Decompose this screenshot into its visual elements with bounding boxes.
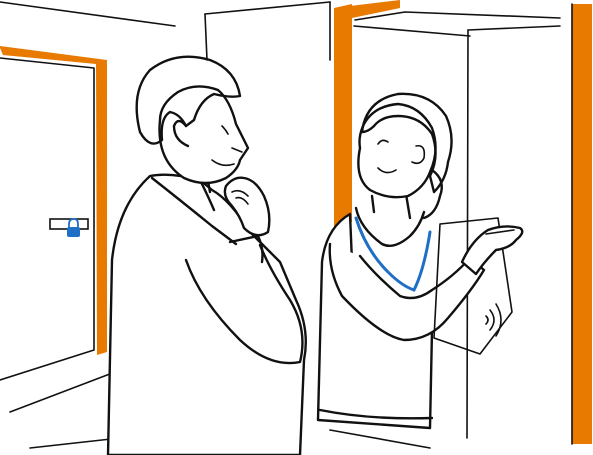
woman-with-lanyard xyxy=(316,92,524,430)
middle-door-frame-top xyxy=(350,0,400,18)
right-door-frame xyxy=(572,4,592,444)
nfc-icon xyxy=(485,303,502,337)
man-in-suit xyxy=(106,55,307,455)
lanyard xyxy=(354,216,432,292)
middle-door xyxy=(334,0,471,230)
left-door xyxy=(0,46,107,381)
room-walls xyxy=(0,1,561,449)
left-door-frame xyxy=(0,46,107,355)
padlock-icon xyxy=(67,218,80,237)
middle-door-frame-left xyxy=(334,4,352,230)
right-door xyxy=(571,3,592,445)
document xyxy=(433,217,513,355)
